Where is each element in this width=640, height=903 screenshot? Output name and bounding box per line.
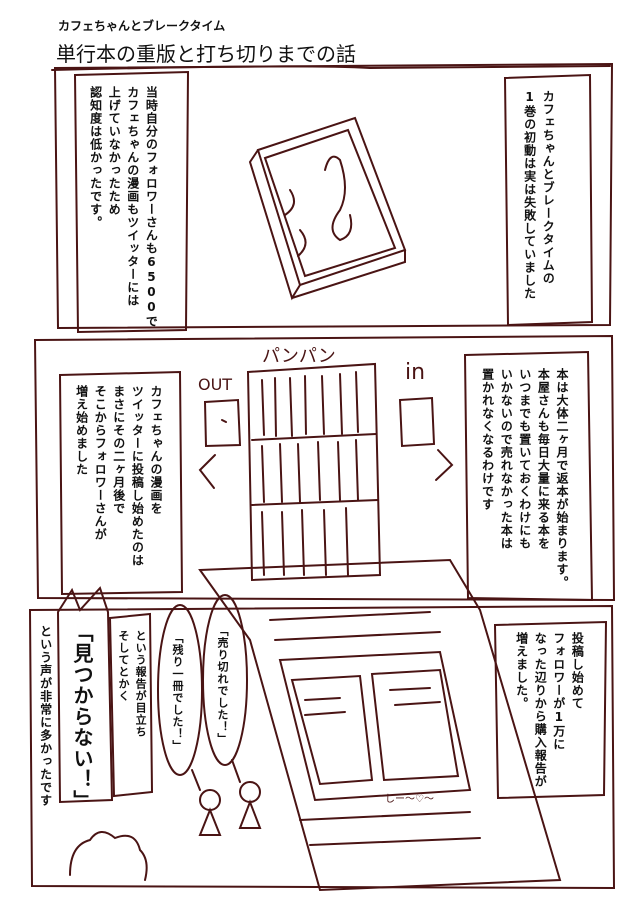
caption-low-awareness: 当時自分のフォロワーさんも6500で カフェちゃんの漫画もツイッターには 上げて… — [88, 86, 159, 328]
speech-last-one: 「残り一冊でした！」 — [171, 632, 185, 752]
sfx-out: OUT — [198, 375, 233, 394]
narration-many-voices: という声が非常に多かったです — [38, 625, 53, 807]
scribble-text: しー〜♡〜 — [385, 794, 434, 805]
caption-first-volume: カフェちゃんとブレークタイムの 1巻の初動は実は失敗していました — [522, 90, 556, 300]
panel-3-border — [28, 604, 616, 890]
speech-bubble-last-one — [157, 604, 203, 776]
shout-not-found: 「見つからない！」 — [70, 622, 94, 811]
bookstore-table-drawing — [198, 558, 562, 892]
bookshelf-drawing — [246, 362, 382, 582]
caption-purchase-reports: 投稿し始めて フォロワーが1万に なった辺りから購入報告が 増えました。 — [514, 632, 585, 788]
episode-title: 単行本の重版と打ち切りまでの話 — [56, 42, 356, 66]
sfx-pan: パンパン — [262, 346, 336, 367]
book-drawing — [248, 116, 407, 301]
caption-returns: 本は大体二ヶ月で返本が始まります。 本屋さんも毎日大量に来る本を いつまでも置い… — [480, 368, 569, 589]
speech-sold-out: 「売り切れでした！」 — [216, 625, 230, 745]
panel-1-border — [53, 62, 614, 330]
panel-2-border — [33, 334, 616, 602]
series-title: カフェちゃんとブレークタイム — [58, 19, 226, 33]
people-drawing — [69, 781, 262, 881]
out-door-drawing — [198, 398, 242, 489]
narration-box — [108, 612, 154, 798]
narration-reports: という報告が目立ち そしてとかく — [117, 630, 148, 738]
in-door-drawing — [398, 396, 454, 481]
speech-bubble-sold-out — [202, 594, 248, 766]
sfx-in: in — [405, 360, 426, 385]
caption-started-posting: カフェちゃんの漫画を ツイッターに投稿し始めたのは まさにその二ヶ月後で そこか… — [74, 385, 163, 567]
